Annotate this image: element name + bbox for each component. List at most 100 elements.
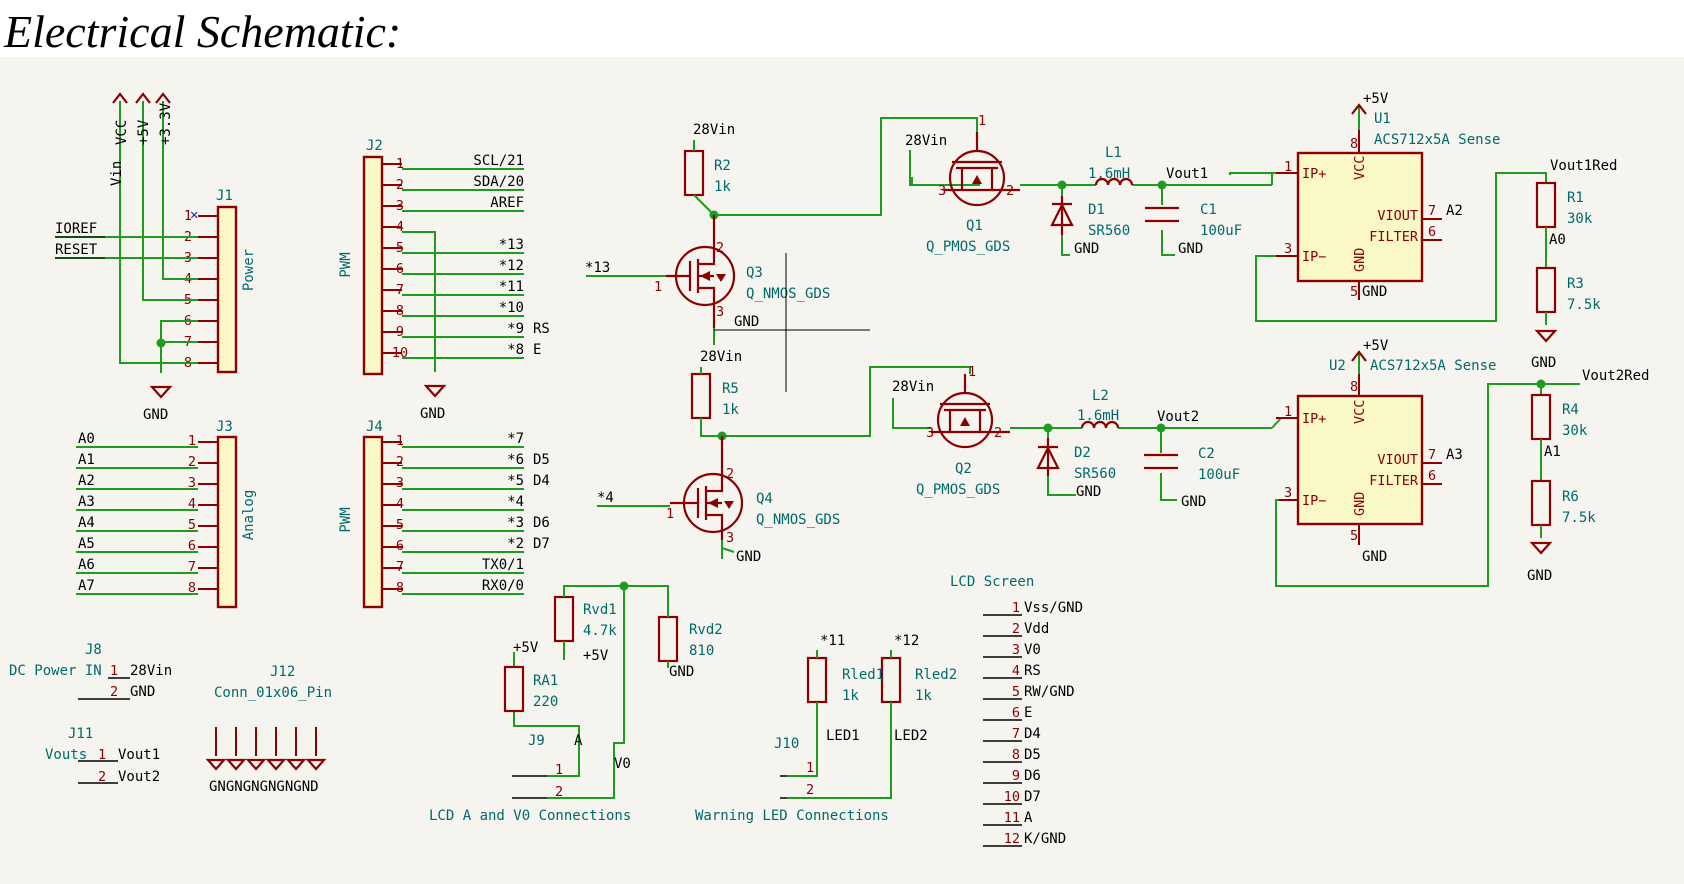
transistor-q1 bbox=[944, 132, 1020, 207]
j3-pin-8: 8 bbox=[188, 580, 196, 596]
r1-value: 30k bbox=[1567, 211, 1593, 227]
j2-label-6: *12 bbox=[499, 258, 524, 274]
u1-num-1: 1 bbox=[1284, 159, 1292, 175]
j4-pin-5: 5 bbox=[396, 517, 404, 533]
u2-pin-viout: VIOUT bbox=[1377, 452, 1418, 468]
j2-label-5: *13 bbox=[499, 237, 524, 253]
u1-num-7: 7 bbox=[1428, 203, 1436, 219]
c1-value: 100uF bbox=[1200, 223, 1242, 239]
transistor-q3 bbox=[666, 215, 736, 328]
rvd2-ref: Rvd2 bbox=[689, 622, 723, 638]
rvd1-net: +5V bbox=[583, 648, 609, 664]
j2-pin-5: 5 bbox=[396, 240, 404, 256]
connector-j1: 1 2 3 4 5 6 7 8 J1 Power ✕ IOREF RESET V… bbox=[55, 92, 257, 423]
lcd-label-11: A bbox=[1024, 810, 1033, 826]
vout2red-label: Vout2Red bbox=[1582, 368, 1649, 384]
j4-value: PWM bbox=[338, 507, 354, 532]
u2-pin-ip-minus: IP− bbox=[1302, 493, 1326, 509]
rvd1-value: 4.7k bbox=[583, 623, 617, 639]
j4-label-2: *6 bbox=[507, 452, 524, 468]
j4-pin-8: 8 bbox=[396, 580, 404, 596]
u1-pin-gnd: GND bbox=[1352, 248, 1368, 272]
j8-label-gnd: GND bbox=[130, 684, 155, 700]
u1-num-8: 8 bbox=[1350, 136, 1358, 152]
rvd2-gnd: GND bbox=[669, 664, 694, 680]
lcd-label-2: Vdd bbox=[1024, 621, 1049, 637]
u2-a1-label: A1 bbox=[1544, 444, 1561, 460]
j11-label-vout1: Vout1 bbox=[118, 747, 160, 763]
u2-pin-vcc: VCC bbox=[1352, 400, 1368, 424]
current-sensor-u2: +5V U2 ACS712x5A Sense IP+ IP− VCC GND V… bbox=[1275, 338, 1649, 587]
j3-pin-1: 1 bbox=[188, 433, 196, 449]
j1-ref: J1 bbox=[216, 188, 233, 204]
j1-net-3v3: +3.3V bbox=[158, 102, 174, 145]
capacitor-c2 bbox=[1144, 453, 1178, 470]
j3-pin-5: 5 bbox=[188, 517, 196, 533]
u1-gnd-label: GND bbox=[1362, 284, 1387, 300]
j3-body bbox=[216, 435, 238, 609]
j1-pin-1: 1 bbox=[184, 208, 192, 224]
j4-body bbox=[362, 435, 384, 609]
j4-label-8: RX0/0 bbox=[482, 578, 524, 594]
q4-value: Q_NMOS_GDS bbox=[756, 512, 840, 528]
q4-input-label: *4 bbox=[597, 490, 614, 506]
u2-num-6: 6 bbox=[1428, 468, 1436, 484]
r2-value: 1k bbox=[714, 179, 731, 195]
ra1-value: 220 bbox=[533, 694, 558, 710]
j3-label-a6: A6 bbox=[78, 557, 95, 573]
lcd-label-1: Vss/GND bbox=[1024, 600, 1083, 616]
r5-ref: R5 bbox=[722, 381, 739, 397]
j2-label-10: *8 bbox=[507, 342, 524, 358]
j2-body bbox=[362, 155, 384, 376]
q3-value: Q_NMOS_GDS bbox=[746, 286, 830, 302]
q2-supply-net: 28Vin bbox=[892, 379, 934, 395]
q2-ref: Q2 bbox=[955, 461, 972, 477]
lcd-pin-6: 6 bbox=[1012, 705, 1020, 721]
q3-ref: Q3 bbox=[746, 265, 763, 281]
d2-gnd-label: GND bbox=[1076, 484, 1101, 500]
u1-a0-label: A0 bbox=[1549, 232, 1566, 248]
j12-value: Conn_01x06_Pin bbox=[214, 685, 332, 701]
lcd-pin-3: 3 bbox=[1012, 642, 1020, 658]
j3-label-a2: A2 bbox=[78, 473, 95, 489]
d1-gnd-label: GND bbox=[1074, 241, 1099, 257]
q3-input-label: *13 bbox=[585, 260, 610, 276]
u2-supply: +5V bbox=[1363, 338, 1389, 354]
q3-pin-1: 1 bbox=[654, 279, 662, 295]
lcd-pin-10: 10 bbox=[1004, 789, 1020, 805]
j3-label-a0: A0 bbox=[78, 431, 95, 447]
j9-pin-2: 2 bbox=[555, 784, 563, 800]
j10-pin-2: 2 bbox=[806, 782, 814, 798]
lcd-label-10: D7 bbox=[1024, 789, 1041, 805]
lcd-pin-7: 7 bbox=[1012, 726, 1020, 742]
j4-label-4: *4 bbox=[507, 494, 524, 510]
u2-num-5: 5 bbox=[1350, 528, 1358, 544]
j10-ref: J10 bbox=[774, 736, 799, 752]
u2-pin-filter: FILTER bbox=[1369, 473, 1419, 489]
ra1-net: +5V bbox=[513, 640, 539, 656]
connector-j4: 1 2 3 4 5 6 7 8 J4 PWM *7 *6 *5 *4 *3 *2… bbox=[338, 419, 550, 609]
u1-body bbox=[1296, 151, 1424, 283]
j11-value: Vouts bbox=[45, 747, 87, 763]
u1-out-label: A2 bbox=[1446, 203, 1463, 219]
q1-pin-3: 3 bbox=[938, 183, 946, 199]
schematic-canvas: 1 2 3 4 5 6 7 8 J1 Power ✕ IOREF RESET V… bbox=[0, 57, 1684, 884]
j1-value: Power bbox=[241, 249, 257, 291]
j1-net-vcc: VCC bbox=[114, 120, 130, 145]
q1-value: Q_PMOS_GDS bbox=[926, 239, 1010, 255]
j11-ref: J11 bbox=[68, 726, 93, 742]
lcd-pin-4: 4 bbox=[1012, 663, 1020, 679]
ra1-ref: RA1 bbox=[533, 673, 558, 689]
connector-j8: J8 DC Power IN 1 2 28Vin GND bbox=[9, 642, 172, 700]
d2-value: SR560 bbox=[1074, 466, 1116, 482]
lcd-label-3: V0 bbox=[1024, 642, 1041, 658]
j2-gnd-label: GND bbox=[420, 406, 445, 422]
u2-num-7: 7 bbox=[1428, 447, 1436, 463]
rled1-input: *11 bbox=[820, 633, 845, 649]
r6-ref: R6 bbox=[1562, 489, 1579, 505]
q1-supply-net: 28Vin bbox=[905, 133, 947, 149]
connector-j12: J12 Conn_01x06_Pin GNGNGNGNGNGND bbox=[205, 664, 332, 795]
connector-j11: J11 Vouts 1 2 Vout1 Vout2 bbox=[45, 726, 160, 785]
j3-pin-4: 4 bbox=[188, 496, 196, 512]
j10-pin-1: 1 bbox=[806, 760, 814, 776]
